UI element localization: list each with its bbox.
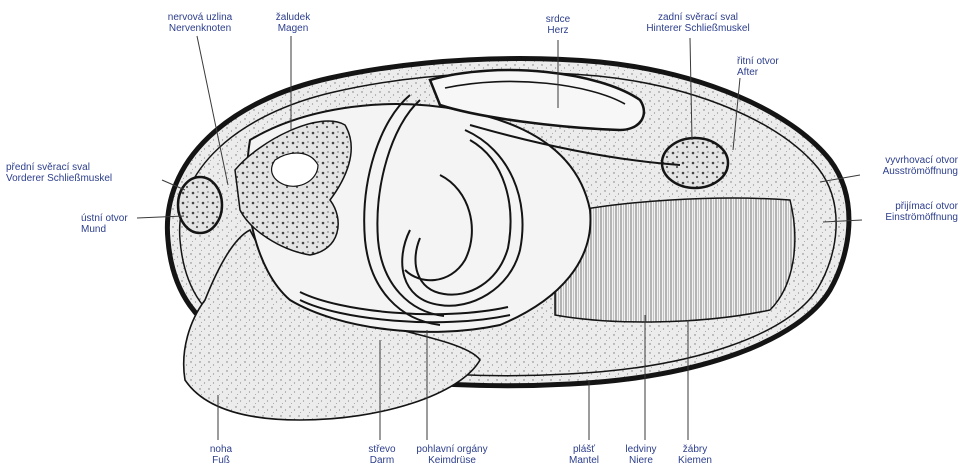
label-mantle-cz: plášť xyxy=(569,444,599,455)
label-nerve-ganglion: nervová uzlina Nervenknoten xyxy=(168,12,232,34)
label-anterior-muscle-cz: přední svěrací sval xyxy=(6,162,112,173)
label-gills: žábry Kiemen xyxy=(678,444,712,466)
label-intestine-de: Darm xyxy=(368,455,395,466)
label-mouth-de: Mund xyxy=(81,224,128,235)
label-anterior-muscle: přední svěrací sval Vorderer Schließmusk… xyxy=(6,162,112,184)
label-excurrent-cz: vyvrhovací otvor xyxy=(883,155,958,166)
label-anus-de: After xyxy=(737,67,779,78)
label-gonads-cz: pohlavní orgány xyxy=(416,444,487,455)
label-gonads-de: Keimdrüse xyxy=(416,455,487,466)
label-heart: srdce Herz xyxy=(546,14,570,36)
label-stomach-cz: žaludek xyxy=(276,12,310,23)
label-incurrent: přijímací otvor Einströmöffnung xyxy=(885,201,958,223)
label-incurrent-cz: přijímací otvor xyxy=(885,201,958,212)
label-mantle-de: Mantel xyxy=(569,455,599,466)
label-kidneys: ledviny Niere xyxy=(625,444,656,466)
label-heart-cz: srdce xyxy=(546,14,570,25)
label-mouth-cz: ústní otvor xyxy=(81,213,128,224)
label-excurrent: vyvrhovací otvor Ausströmöffnung xyxy=(883,155,958,177)
label-foot-cz: noha xyxy=(210,444,232,455)
label-gills-cz: žábry xyxy=(678,444,712,455)
label-heart-de: Herz xyxy=(546,25,570,36)
label-anus-cz: řitní otvor xyxy=(737,56,779,67)
label-gills-de: Kiemen xyxy=(678,455,712,466)
label-gonads: pohlavní orgány Keimdrüse xyxy=(416,444,487,466)
label-excurrent-de: Ausströmöffnung xyxy=(883,166,958,177)
label-stomach-de: Magen xyxy=(276,23,310,34)
label-foot-de: Fuß xyxy=(210,455,232,466)
label-posterior-muscle-cz: zadní svěrací sval xyxy=(646,12,749,23)
posterior-muscle-shape xyxy=(662,138,728,188)
label-posterior-muscle: zadní svěrací sval Hinterer Schließmuske… xyxy=(646,12,749,34)
label-nerve-ganglion-de: Nervenknoten xyxy=(168,23,232,34)
label-posterior-muscle-de: Hinterer Schließmuskel xyxy=(646,23,749,34)
label-kidneys-cz: ledviny xyxy=(625,444,656,455)
label-incurrent-de: Einströmöffnung xyxy=(885,212,958,223)
label-anus: řitní otvor After xyxy=(737,56,779,78)
anterior-muscle-shape xyxy=(178,177,222,233)
label-intestine: střevo Darm xyxy=(368,444,395,466)
label-intestine-cz: střevo xyxy=(368,444,395,455)
label-nerve-ganglion-cz: nervová uzlina xyxy=(168,12,232,23)
label-mouth: ústní otvor Mund xyxy=(81,213,128,235)
label-mantle: plášť Mantel xyxy=(569,444,599,466)
label-foot: noha Fuß xyxy=(210,444,232,466)
label-stomach: žaludek Magen xyxy=(276,12,310,34)
label-kidneys-de: Niere xyxy=(625,455,656,466)
label-anterior-muscle-de: Vorderer Schließmuskel xyxy=(6,173,112,184)
